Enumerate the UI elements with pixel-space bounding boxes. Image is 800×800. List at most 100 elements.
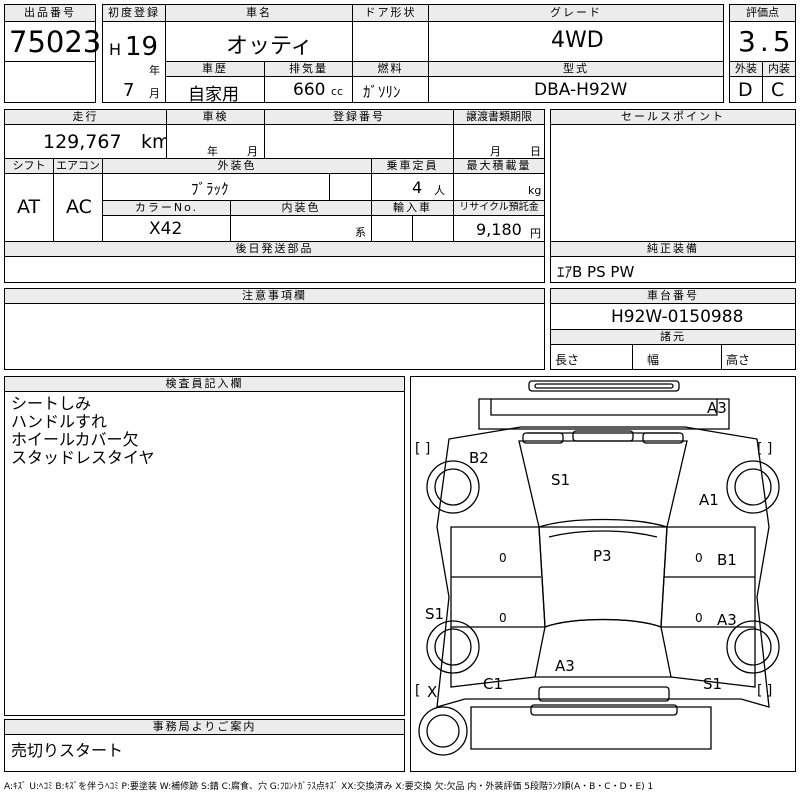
bracket-left-top: [ ] xyxy=(415,441,431,457)
transfer-day-unit: 日 xyxy=(530,145,541,158)
inspector-label: 検査員記入欄 xyxy=(4,376,405,392)
caution-label: 注意事項欄 xyxy=(4,288,545,304)
exterior-color-extra-cell xyxy=(329,173,372,201)
first-registration-label: 初度登録 xyxy=(102,4,166,22)
displacement-label: 排気量 xyxy=(264,61,353,77)
zero-mark: 0 xyxy=(499,611,507,625)
inspector-note: シートしみ xyxy=(11,394,92,413)
recycle-fee-unit: 円 xyxy=(530,227,541,240)
office-label: 事務局よりご案内 xyxy=(4,719,405,735)
displacement-cell: 660 cc xyxy=(264,76,353,103)
mileage-cell: 129,767 km xyxy=(4,124,171,159)
color-number: X42 xyxy=(149,219,183,239)
capacity-unit: 人 xyxy=(434,184,445,197)
import-cell-right xyxy=(412,215,454,242)
mileage-label: 走行 xyxy=(4,109,167,125)
damage-mark: B2 xyxy=(469,449,489,467)
grade: 4WD xyxy=(551,28,604,53)
capacity-cell: 4 人 xyxy=(371,173,454,201)
zero-mark: 0 xyxy=(695,611,703,625)
length-cell: 長さ xyxy=(550,344,633,370)
later-parts-label: 後日発送部品 xyxy=(4,241,545,257)
era: H xyxy=(109,40,122,59)
inspection-month-unit: 月 xyxy=(247,145,258,158)
inspector-note: ホイールカバー欠 xyxy=(11,430,139,449)
equipment-label: 純正装備 xyxy=(550,241,796,257)
equipment-cell: ｴｱB PS PW xyxy=(550,256,796,283)
damage-mark: A3 xyxy=(717,611,737,629)
shift-cell: AT xyxy=(4,173,54,242)
recycle-fee: 9,180 xyxy=(476,220,522,239)
exterior-color: ﾌﾞﾗｯｸ xyxy=(191,180,229,198)
chassis-number: H92W-0150988 xyxy=(611,307,744,327)
ac-label: エアコン xyxy=(53,158,103,174)
capacity-label: 乗車定員 xyxy=(371,158,454,174)
import-label: 輸入車 xyxy=(371,200,454,216)
damage-mark: B1 xyxy=(717,551,737,569)
zero-mark: 0 xyxy=(499,551,507,565)
first-registration-cell: H 19 年 7 月 xyxy=(102,21,166,103)
bracket-right-top: [ ] xyxy=(757,441,773,457)
max-load-cell: kg xyxy=(453,173,545,201)
zero-mark: 0 xyxy=(695,551,703,565)
inspection-label: 車検 xyxy=(166,109,265,125)
history-cell: 自家用 xyxy=(165,76,265,105)
door-label: ドア形状 xyxy=(352,4,429,22)
bracket-left-bottom: [ xyxy=(415,683,421,699)
ac-cell: AC xyxy=(53,173,103,242)
registration-month: 7 xyxy=(123,80,135,101)
interior-color-cell: 系 xyxy=(230,215,372,242)
exterior-color-label: 外装色 xyxy=(102,158,372,174)
damage-mark: C1 xyxy=(483,675,504,693)
history-label: 車歴 xyxy=(165,61,265,77)
model: DBA-H92W xyxy=(534,80,628,100)
exterior-color-cell: ﾌﾞﾗｯｸ xyxy=(102,173,330,201)
recycle-fee-label: リサイクル預託金 xyxy=(453,200,545,216)
lot-number-cell: 75023 xyxy=(4,21,101,62)
width-label: 幅 xyxy=(647,353,660,367)
damage-mark: S1 xyxy=(425,605,445,623)
legend: A:ｷｽﾞ U:ﾍｺﾐ B:ｷｽﾞを伴うﾍｺﾐ P:要塗装 W:補修跡 S:錆 … xyxy=(4,782,654,792)
exterior-label: 外装 xyxy=(729,61,763,77)
chassis-label: 車台番号 xyxy=(550,288,796,304)
office-note: 売切りスタート xyxy=(11,741,124,760)
inspection-year-unit: 年 xyxy=(207,145,218,158)
interior-grade-cell: C xyxy=(762,76,796,103)
transfer-deadline-label: 譲渡書類期限 xyxy=(453,109,545,125)
height-cell: 高さ xyxy=(721,344,796,370)
model-cell: DBA-H92W xyxy=(428,76,724,103)
length-label: 長さ xyxy=(555,353,580,367)
registration-year: 19 xyxy=(125,32,159,62)
recycle-fee-cell: 9,180 円 xyxy=(453,215,545,242)
car-name: オッティ xyxy=(226,34,313,59)
interior-color-unit: 系 xyxy=(355,226,366,239)
door-cell xyxy=(352,21,429,62)
width-cell: 幅 xyxy=(632,344,722,370)
car-name-label: 車名 xyxy=(165,4,353,22)
car-name-cell: オッティ xyxy=(165,21,353,62)
transfer-deadline-cell: 月 日 xyxy=(453,124,545,159)
interior-label: 内装 xyxy=(762,61,796,77)
interior-grade: C xyxy=(771,79,785,101)
grade-label: グレード xyxy=(428,4,724,22)
car-outline-drawing xyxy=(418,380,780,756)
model-label: 型式 xyxy=(428,61,724,77)
damage-mark: A1 xyxy=(699,491,719,509)
registration-number-label: 登録番号 xyxy=(264,109,454,125)
damage-mark: A3 xyxy=(707,399,727,417)
fuel-label: 燃料 xyxy=(352,61,429,77)
lot-blank-cell xyxy=(4,61,96,103)
color-number-cell: X42 xyxy=(102,215,231,242)
height-label: 高さ xyxy=(726,353,751,367)
damage-diagram: [ ] [ ] [ [ ] A3 B2 S1 A1 P3 B1 S1 A3 A3… xyxy=(410,376,796,772)
fuel: ｶﾞｿﾘﾝ xyxy=(363,83,401,101)
sales-point-label: セールスポイント xyxy=(550,109,796,125)
caution-cell xyxy=(4,303,545,370)
capacity: 4 xyxy=(412,178,423,197)
damage-mark: S1 xyxy=(703,675,723,693)
ac: AC xyxy=(66,196,92,218)
damage-mark: X xyxy=(427,683,438,701)
inspector-note: ハンドルすれ xyxy=(11,412,108,431)
equipment: ｴｱB PS PW xyxy=(557,263,635,281)
damage-mark: A3 xyxy=(555,657,575,675)
